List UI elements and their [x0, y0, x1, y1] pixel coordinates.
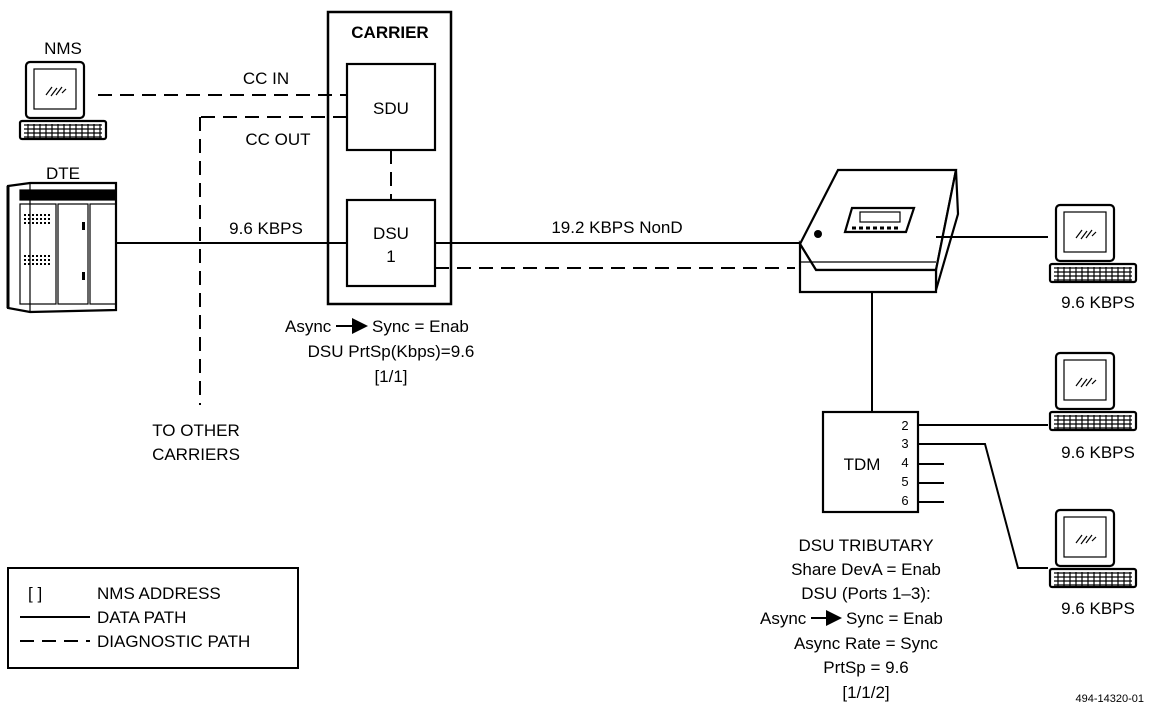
carrier-config-sync: Sync = Enab	[372, 317, 469, 336]
tributary-ports: DSU (Ports 1–3):	[801, 584, 930, 603]
legend: [ ] NMS ADDRESS DATA PATH DIAGNOSTIC PAT…	[8, 568, 298, 668]
tdm-box: TDM 2 3 4 5 6	[823, 412, 944, 512]
tributary-async: Async	[760, 609, 807, 628]
dsu-1-box: DSU 1	[347, 200, 435, 286]
cc-out-label: CC OUT	[245, 130, 310, 149]
tdm-label: TDM	[844, 455, 881, 474]
dte-label: DTE	[46, 164, 80, 183]
tributary-share-deva: Share DevA = Enab	[791, 560, 941, 579]
to-other-carriers-line1: TO OTHER	[152, 421, 240, 440]
tdm-port-5: 5	[901, 474, 908, 489]
tributary-portspeed: PrtSp = 9.6	[823, 658, 909, 677]
dte-mainframe-icon	[8, 183, 116, 312]
carrier-config-portspeed: DSU PrtSp(Kbps)=9.6	[308, 342, 475, 361]
remote-dsu-device: 2	[800, 170, 958, 292]
carrier-title: CARRIER	[351, 23, 428, 42]
nms-label: NMS	[44, 39, 82, 58]
nms-terminal-icon	[20, 62, 106, 139]
terminal-1-rate: 9.6 KBPS	[1061, 293, 1135, 312]
tdm-port-4: 4	[901, 455, 908, 470]
tdm-port-3-link	[918, 444, 1048, 568]
legend-address-symbol: [ ]	[28, 584, 42, 603]
to-other-carriers-line2: CARRIERS	[152, 445, 240, 464]
tributary-config: DSU TRIBUTARY Share DevA = Enab DSU (Por…	[760, 536, 943, 702]
dte-rate-label: 9.6 KBPS	[229, 219, 303, 238]
dsu-label: DSU	[373, 224, 409, 243]
tdm-port-2: 2	[901, 418, 908, 433]
tributary-title: DSU TRIBUTARY	[798, 536, 933, 555]
carrier-config-async: Async	[285, 317, 332, 336]
terminal-3-icon	[1050, 510, 1136, 587]
legend-data-path-label: DATA PATH	[97, 608, 186, 627]
tributary-sync: Sync = Enab	[846, 609, 943, 628]
sdu-label: SDU	[373, 99, 409, 118]
carrier-config-address: [1/1]	[374, 367, 407, 386]
tdm-port-6: 6	[901, 493, 908, 508]
sdu-box: SDU	[347, 64, 435, 150]
legend-diagnostic-path-label: DIAGNOSTIC PATH	[97, 632, 250, 651]
tdm-port-3: 3	[901, 436, 908, 451]
terminal-1-icon	[1050, 205, 1136, 282]
dsu-number: 1	[386, 247, 395, 266]
cc-in-label: CC IN	[243, 69, 289, 88]
legend-address-label: NMS ADDRESS	[97, 584, 221, 603]
terminal-3-rate: 9.6 KBPS	[1061, 599, 1135, 618]
terminal-2-icon	[1050, 353, 1136, 430]
terminal-2-rate: 9.6 KBPS	[1061, 443, 1135, 462]
tributary-async-rate: Async Rate = Sync	[794, 634, 939, 653]
carrier-config: Async Sync = Enab DSU PrtSp(Kbps)=9.6 [1…	[285, 317, 474, 386]
figure-id: 494-14320-01	[1075, 693, 1144, 705]
trunk-rate-label: 19.2 KBPS NonD	[551, 218, 682, 237]
tributary-address: [1/1/2]	[842, 683, 889, 702]
